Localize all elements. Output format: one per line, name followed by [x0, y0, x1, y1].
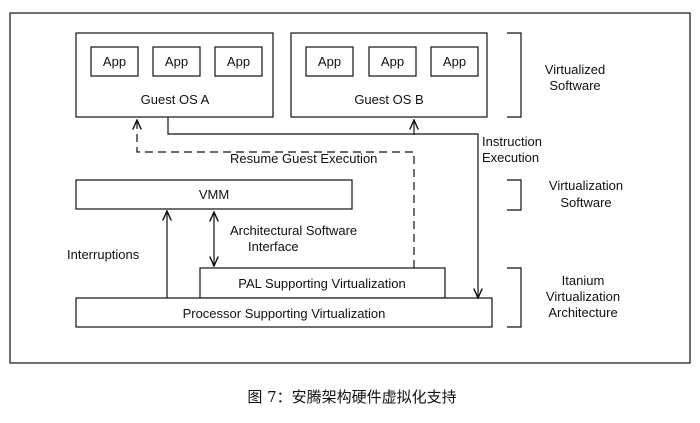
processor-box	[75, 297, 493, 328]
itanium-label-1: Itanium	[562, 273, 605, 288]
app-box	[214, 46, 263, 77]
virtualized-software-label-2: Software	[549, 78, 600, 93]
vmm-box	[75, 179, 353, 210]
arch-interface-label-1: Architectural Software	[230, 223, 357, 238]
instruction-label-2: Execution	[482, 150, 539, 165]
app-box	[368, 46, 417, 77]
instruction-execution-arrow	[167, 117, 478, 298]
app-box	[305, 46, 354, 77]
guest-os-a-label: Guest OS A	[141, 92, 210, 107]
app-label: App	[381, 54, 404, 69]
app-box	[430, 46, 479, 77]
virtualized-software-bracket	[507, 32, 522, 118]
app-label: App	[103, 54, 126, 69]
interruptions-label: Interruptions	[67, 247, 140, 262]
app-label: App	[165, 54, 188, 69]
figure-caption: 图 7：安腾架构硬件虚拟化支持	[247, 388, 456, 406]
guest-os-b-label: Guest OS B	[354, 92, 423, 107]
virtualization-software-label-2: Software	[560, 195, 611, 210]
app-label: App	[227, 54, 250, 69]
resume-dashed-line	[137, 120, 415, 268]
pal-label: PAL Supporting Virtualization	[238, 276, 405, 291]
virtualized-software-label-1: Virtualized	[545, 62, 605, 77]
itanium-label-2: Virtualization	[546, 289, 620, 304]
virtualization-software-label-1: Virtualization	[549, 178, 623, 193]
instruction-label-1: Instruction	[482, 134, 542, 149]
app-label: App	[318, 54, 341, 69]
vmm-label: VMM	[199, 187, 229, 202]
processor-label: Processor Supporting Virtualization	[183, 306, 386, 321]
app-box	[152, 46, 201, 77]
app-label: App	[443, 54, 466, 69]
itanium-bracket	[507, 267, 522, 328]
resume-label: Resume Guest Execution	[230, 151, 377, 166]
itanium-label-3: Architecture	[548, 305, 617, 320]
outer-frame	[9, 12, 691, 364]
virtualization-software-bracket	[507, 179, 522, 211]
arch-interface-label-2: Interface	[248, 239, 299, 254]
app-box	[90, 46, 139, 77]
